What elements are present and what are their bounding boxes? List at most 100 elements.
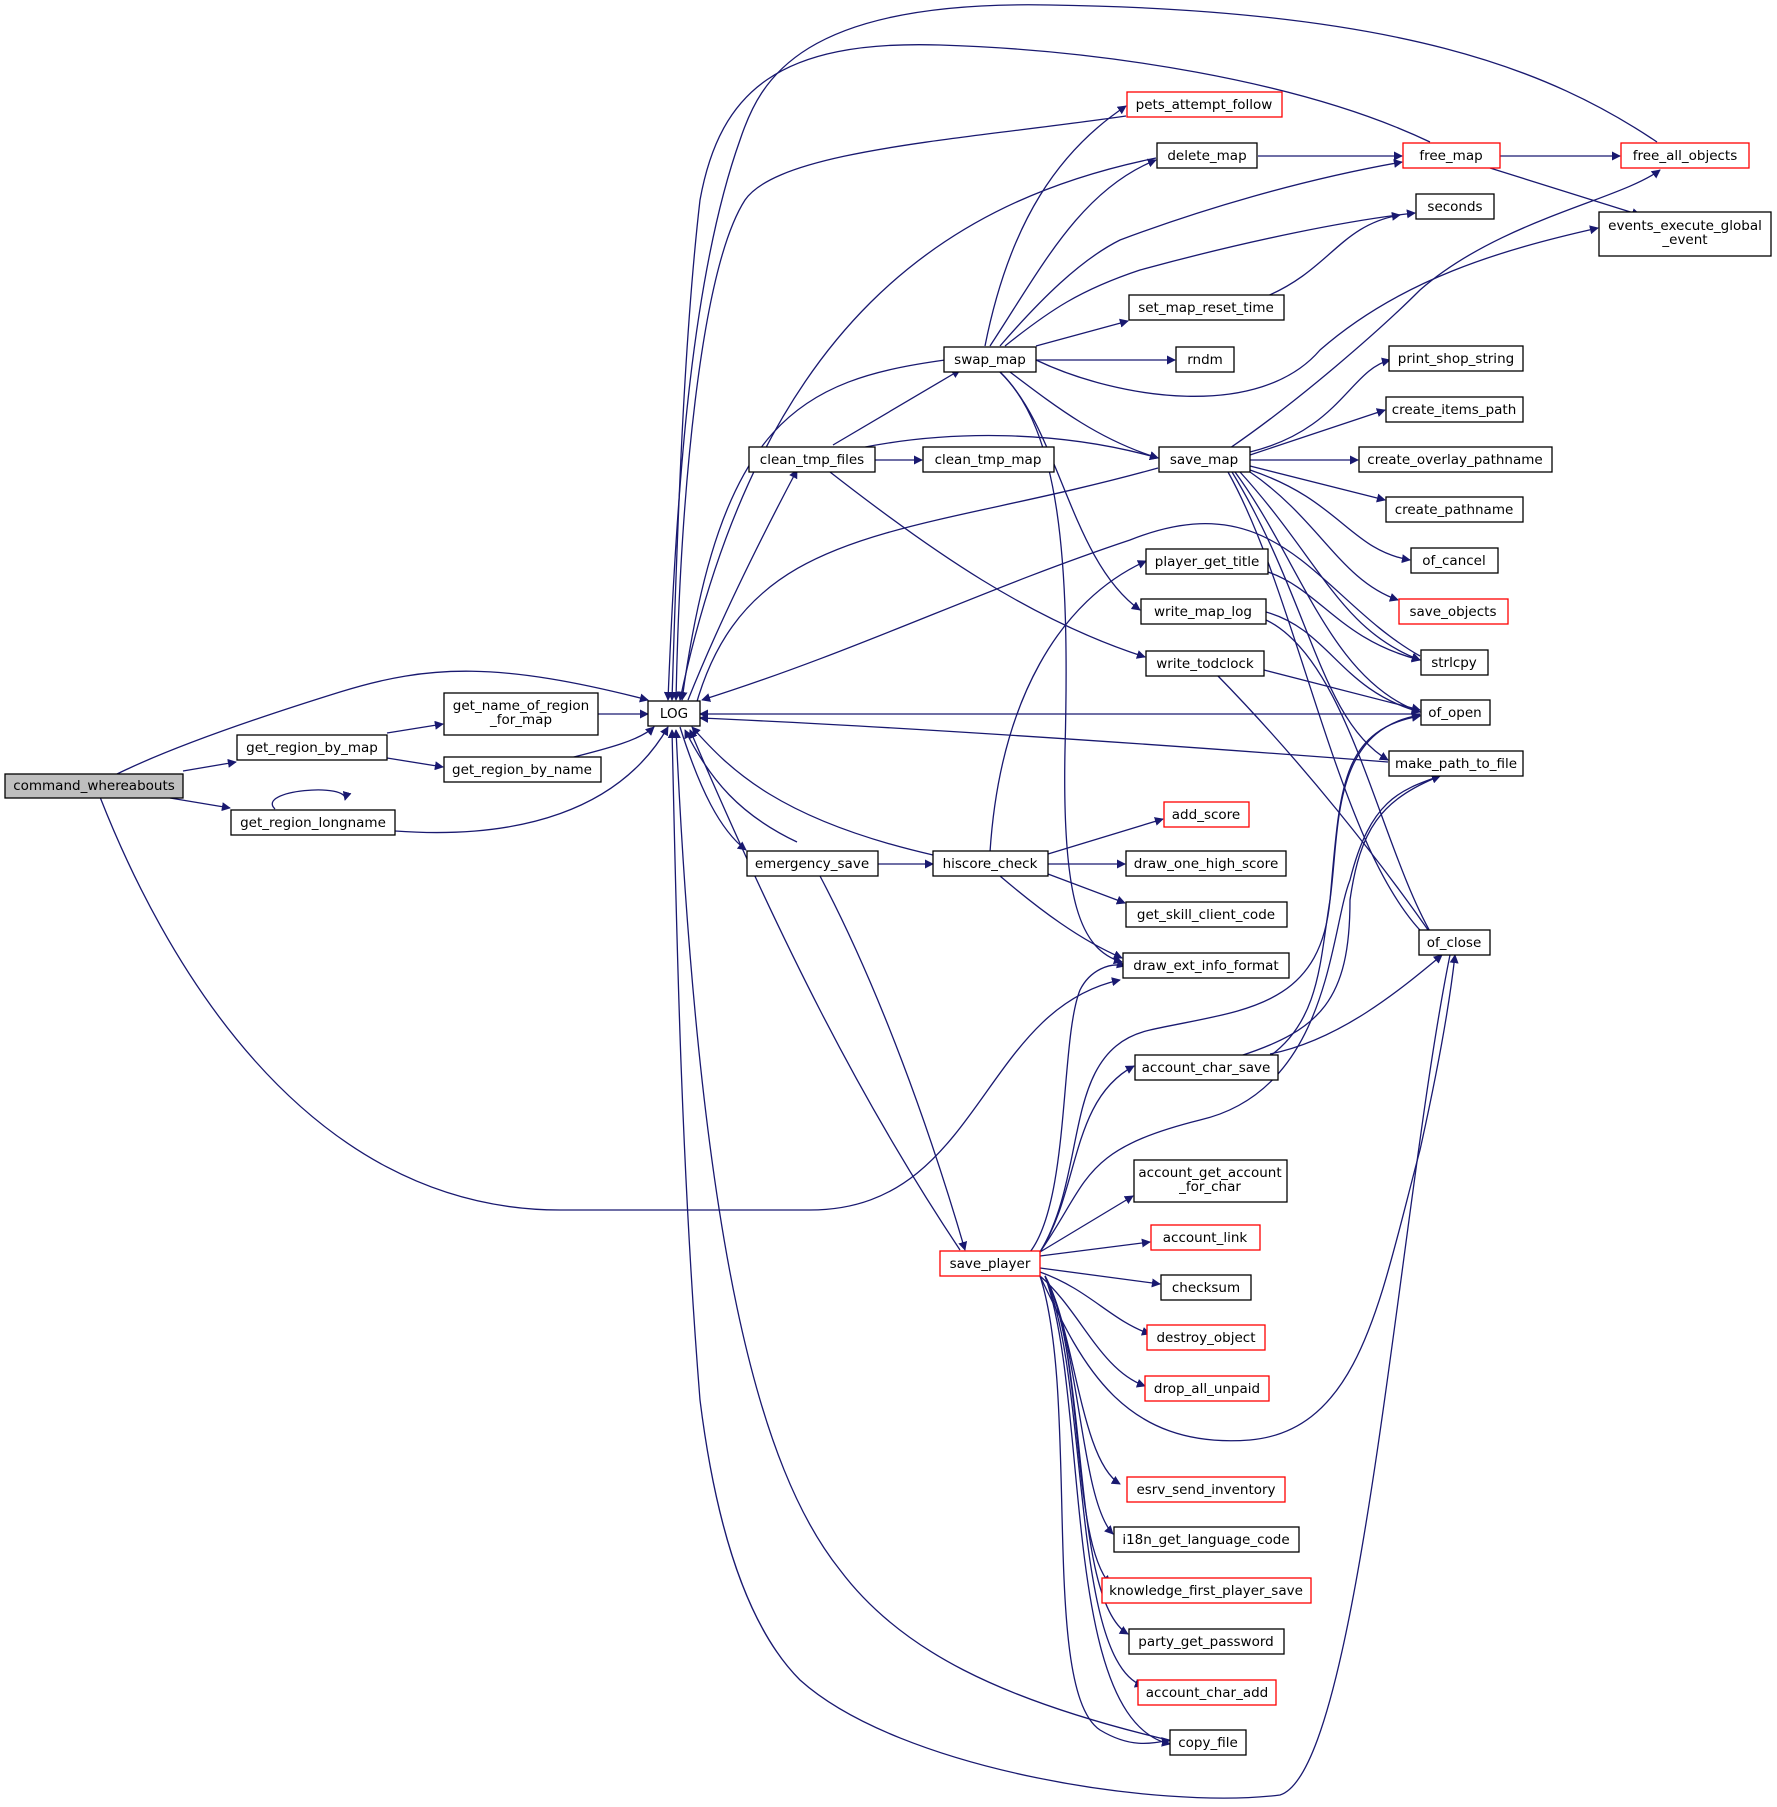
node-emergency-save[interactable]: emergency_save: [746, 850, 879, 877]
edge-save-player-log: [689, 729, 961, 1251]
node-write-map-log[interactable]: write_map_log: [1140, 598, 1267, 625]
node-label: add_score: [1172, 807, 1240, 823]
node-create-overlay-pathname[interactable]: create_overlay_pathname: [1358, 446, 1553, 473]
edge-save-map-of-close: [1227, 471, 1431, 941]
node-draw-ext-info-format[interactable]: draw_ext_info_format: [1122, 952, 1290, 979]
node-label: copy_file: [1178, 1735, 1238, 1751]
edge-save-player-copy-file: [1044, 1275, 1171, 1747]
node-knowledge-first-player-save[interactable]: knowledge_first_player_save: [1101, 1577, 1312, 1604]
edge-get-region-by-map-get-name-of-region: [386, 720, 444, 734]
node-free-map[interactable]: free_map: [1402, 142, 1501, 169]
edge-set-map-reset-time-seconds: [1264, 211, 1401, 298]
edge-get-region-by-map-get-region-by-name: [386, 757, 444, 771]
edge-save-player-drop-all-unpaid: [1039, 1275, 1146, 1388]
node-label: create_items_path: [1392, 402, 1517, 418]
node-clean-tmp-map[interactable]: clean_tmp_map: [922, 446, 1055, 473]
node-save-objects[interactable]: save_objects: [1398, 598, 1509, 625]
edge-clean-tmp-files-swap-map: [832, 369, 961, 446]
edge-save-map-create-pathname: [1249, 465, 1386, 503]
node-label: party_get_password: [1138, 1634, 1273, 1650]
edge-save-map-of-cancel: [1249, 469, 1411, 564]
node-delete-map[interactable]: delete_map: [1156, 142, 1258, 169]
node-label: account_char_add: [1146, 1685, 1269, 1701]
node-save-player[interactable]: save_player: [939, 1250, 1041, 1277]
edge-clean-tmp-files-write-todclock: [829, 471, 1146, 659]
node-label: of_close: [1427, 935, 1482, 951]
node-label: write_todclock: [1156, 656, 1254, 672]
node-of-cancel[interactable]: of_cancel: [1410, 547, 1499, 574]
node-i18n-get-language-code[interactable]: i18n_get_language_code: [1113, 1526, 1300, 1553]
edge-save-player-of-open: [1039, 712, 1421, 1253]
node-account-char-save[interactable]: account_char_save: [1134, 1054, 1279, 1081]
node-draw-one-high-score[interactable]: draw_one_high_score: [1125, 850, 1287, 877]
node-label: swap_map: [954, 352, 1026, 368]
node-account-char-add[interactable]: account_char_add: [1137, 1679, 1277, 1706]
edge-swap-map-set-map-reset-time: [1035, 318, 1129, 347]
edge-strlcpy-log: [701, 522, 1421, 702]
edge-save-map-create-items-path: [1249, 408, 1386, 456]
edge-write-todclock-of-close: [1217, 675, 1436, 941]
node-log[interactable]: LOG: [647, 700, 701, 727]
node-seconds[interactable]: seconds: [1415, 193, 1495, 220]
node-save-map[interactable]: save_map: [1158, 446, 1251, 473]
node-events-execute-global-event[interactable]: events_execute_global_event: [1598, 211, 1772, 257]
node-clean-tmp-files[interactable]: clean_tmp_files: [748, 446, 876, 473]
node-rndm[interactable]: rndm: [1175, 346, 1235, 373]
node-player-get-title[interactable]: player_get_title: [1145, 548, 1269, 575]
edge-command-whereabouts-get-region-by-map: [182, 758, 237, 772]
node-make-path-to-file[interactable]: make_path_to_file: [1388, 750, 1524, 777]
node-get-skill-client-code[interactable]: get_skill_client_code: [1125, 901, 1288, 928]
edge-log-clean-tmp-files: [687, 469, 798, 701]
node-label: clean_tmp_files: [760, 452, 864, 468]
node-add-score[interactable]: add_score: [1163, 801, 1250, 828]
node-get-name-of-region-for-map[interactable]: get_name_of_region_for_map: [443, 692, 599, 736]
node-account-link[interactable]: account_link: [1150, 1224, 1261, 1251]
node-of-close[interactable]: of_close: [1418, 929, 1491, 956]
node-copy-file[interactable]: copy_file: [1169, 1729, 1247, 1756]
edge-command-whereabouts-log: [116, 670, 649, 775]
edge-swap-map-free-map: [999, 158, 1403, 347]
node-get-region-by-name[interactable]: get_region_by_name: [443, 756, 602, 783]
node-label: get_region_by_name: [452, 762, 592, 778]
node-command-whereabouts[interactable]: command_whereabouts: [4, 773, 184, 799]
node-of-open[interactable]: of_open: [1420, 699, 1491, 726]
node-label: i18n_get_language_code: [1122, 1532, 1289, 1548]
node-label: delete_map: [1167, 148, 1246, 164]
node-create-pathname[interactable]: create_pathname: [1385, 496, 1524, 523]
node-print-shop-string[interactable]: print_shop_string: [1388, 345, 1524, 372]
node-swap-map[interactable]: swap_map: [943, 346, 1037, 373]
node-label: events_execute_global_event: [1608, 218, 1762, 248]
edge-save-player-make-path-to-file: [1039, 774, 1441, 1253]
node-create-items-path[interactable]: create_items_path: [1385, 396, 1524, 423]
node-label: save_map: [1170, 452, 1238, 468]
node-party-get-password[interactable]: party_get_password: [1128, 1628, 1285, 1655]
node-label: make_path_to_file: [1395, 756, 1517, 772]
node-label: create_pathname: [1395, 502, 1514, 518]
node-write-todclock[interactable]: write_todclock: [1145, 650, 1265, 677]
edge-of-close-log: [667, 729, 1451, 1799]
node-label: get_skill_client_code: [1137, 907, 1275, 923]
edge-emergency-save-save-player: [819, 875, 968, 1251]
node-label: destroy_object: [1156, 1330, 1255, 1346]
node-label: free_all_objects: [1633, 148, 1738, 164]
edge-log-emergency-save: [679, 726, 747, 851]
node-hiscore-check[interactable]: hiscore_check: [932, 850, 1049, 877]
node-account-get-account-for-char[interactable]: account_get_account_for_char: [1133, 1159, 1288, 1203]
node-get-region-longname[interactable]: get_region_longname: [230, 809, 396, 836]
edge-save-player-party-get-password: [1044, 1275, 1129, 1635]
node-pets-attempt-follow[interactable]: pets_attempt_follow: [1126, 91, 1283, 118]
node-destroy-object[interactable]: destroy_object: [1146, 1324, 1266, 1351]
node-free-all-objects[interactable]: free_all_objects: [1620, 142, 1750, 169]
edge-command-whereabouts-get-region-longname: [169, 797, 231, 812]
edge-save-map-strlcpy: [1239, 471, 1421, 662]
node-label: clean_tmp_map: [935, 452, 1042, 468]
node-label: hiscore_check: [943, 856, 1038, 872]
node-get-region-by-map[interactable]: get_region_by_map: [236, 734, 388, 761]
node-set-map-reset-time[interactable]: set_map_reset_time: [1128, 294, 1285, 321]
nodes: command_whereabouts LOG get_region_by_ma…: [4, 91, 1772, 1756]
node-label: get_name_of_region_for_map: [453, 698, 589, 728]
node-checksum[interactable]: checksum: [1160, 1274, 1252, 1301]
node-strlcpy[interactable]: strlcpy: [1420, 649, 1489, 676]
node-esrv-send-inventory[interactable]: esrv_send_inventory: [1126, 1476, 1286, 1503]
node-drop-all-unpaid[interactable]: drop_all_unpaid: [1144, 1375, 1270, 1402]
